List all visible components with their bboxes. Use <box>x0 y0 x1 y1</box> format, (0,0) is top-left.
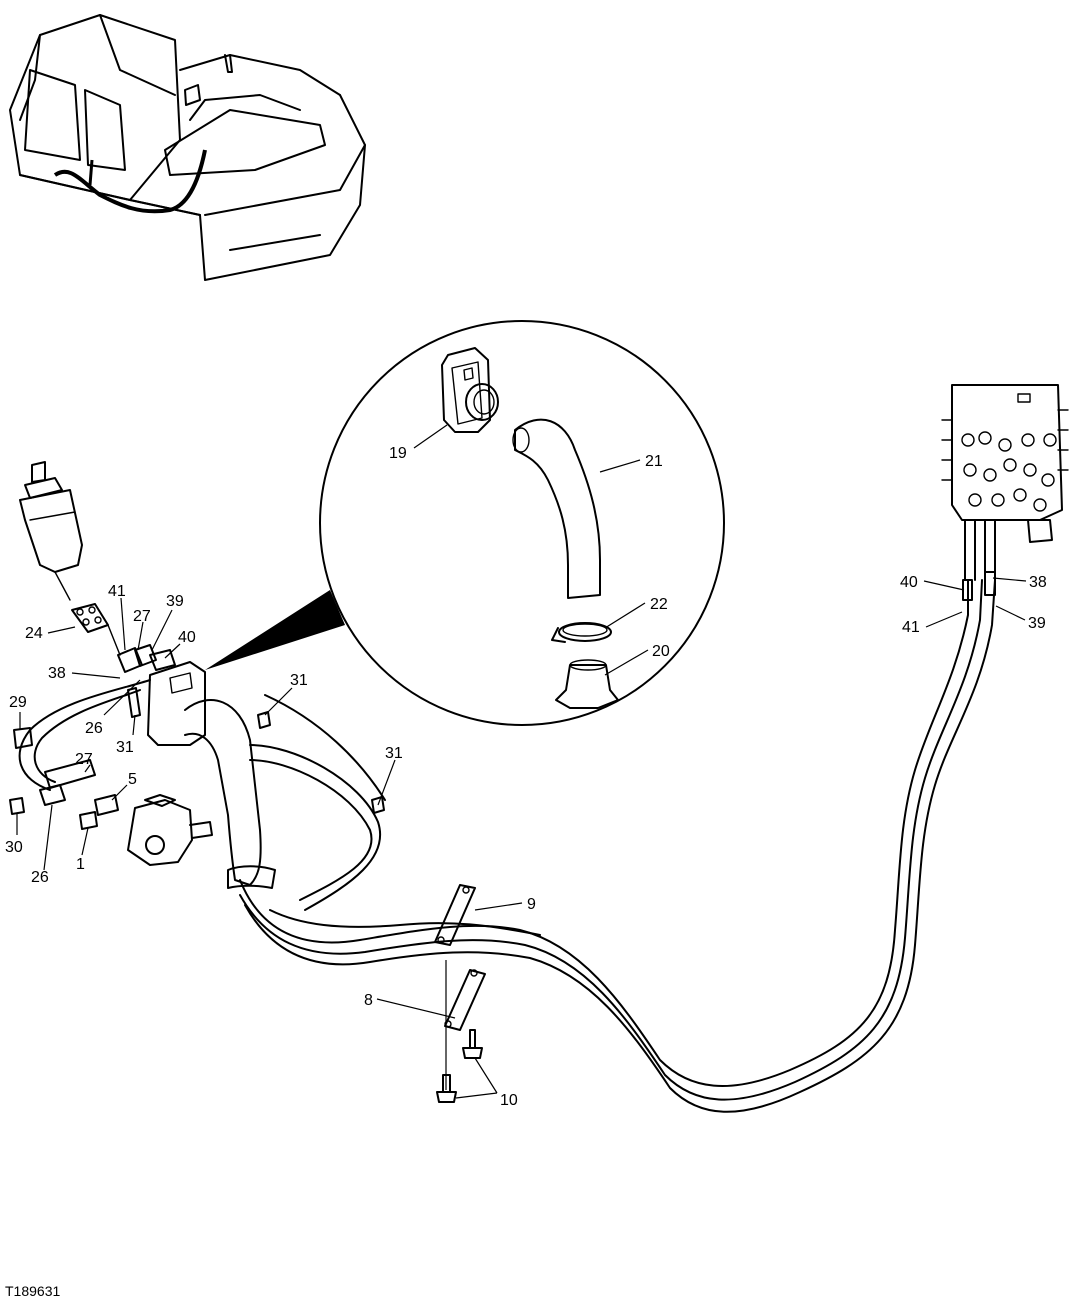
clamp-plate-8 <box>444 960 486 1090</box>
cable-ties <box>127 687 385 814</box>
callout-31-middle: 31 <box>290 672 308 689</box>
connector-24 <box>71 603 109 633</box>
callout-39-left: 39 <box>166 593 184 610</box>
callout-20: 20 <box>652 643 670 660</box>
cap-screws-10 <box>436 1029 483 1103</box>
callout-21: 21 <box>645 453 663 470</box>
callout-41-right: 41 <box>902 619 920 636</box>
pilot-valve-block <box>941 384 1069 601</box>
harness-bundle <box>239 579 996 1113</box>
duct-elbow <box>147 661 276 889</box>
callout-labels: 19 21 22 20 41 27 39 24 40 38 26 31 31 3… <box>5 445 1047 1109</box>
callout-41-left: 41 <box>108 583 126 600</box>
boot-part <box>555 659 619 709</box>
lower-left-hoses <box>9 679 151 830</box>
callout-40-left: 40 <box>178 629 196 646</box>
callout-27-upper: 27 <box>133 608 151 625</box>
curved-hose-part <box>512 418 601 599</box>
callout-24: 24 <box>25 625 43 642</box>
callout-29: 29 <box>9 694 27 711</box>
hose-clamp-part <box>551 622 612 643</box>
grommet-part <box>441 347 499 433</box>
pressure-switch <box>19 461 83 601</box>
figure-id: T189631 <box>5 1283 60 1299</box>
callout-8: 8 <box>364 992 373 1009</box>
callout-19: 19 <box>389 445 407 462</box>
callout-40-right: 40 <box>900 574 918 591</box>
callout-26-lower: 26 <box>31 869 49 886</box>
callout-38-left: 38 <box>48 665 66 682</box>
callout-30: 30 <box>5 839 23 856</box>
callout-9: 9 <box>527 896 536 913</box>
callout-1: 1 <box>76 856 85 873</box>
callout-31-left: 31 <box>116 739 134 756</box>
excavator-overview <box>9 14 366 281</box>
callout-5: 5 <box>128 771 137 788</box>
detail-magnifier <box>205 320 725 726</box>
control-valve <box>127 794 213 866</box>
callout-38-right: 38 <box>1029 574 1047 591</box>
fittings-cluster <box>107 624 176 673</box>
callout-31-right: 31 <box>385 745 403 762</box>
clamp-bracket-9 <box>434 884 476 946</box>
callout-27-lower: 27 <box>75 751 93 768</box>
callout-10: 10 <box>500 1092 518 1109</box>
callout-26-upper: 26 <box>85 720 103 737</box>
callout-39-right: 39 <box>1028 615 1046 632</box>
callout-22: 22 <box>650 596 668 613</box>
leader-lines <box>16 424 1027 1099</box>
